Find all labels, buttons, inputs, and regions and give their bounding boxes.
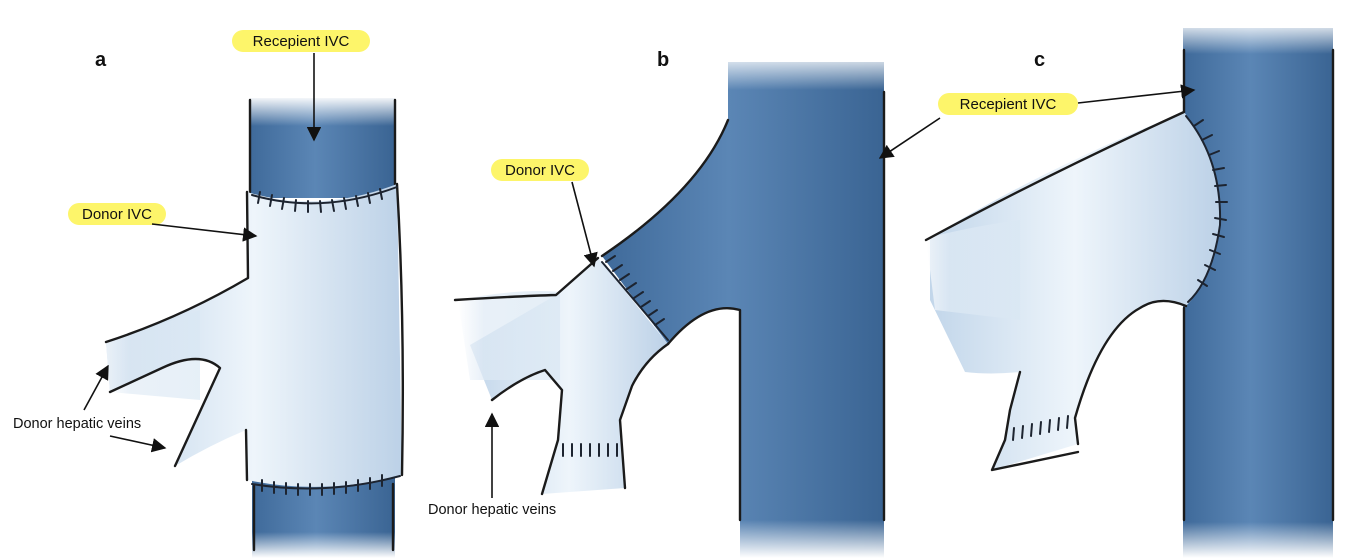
b-suture-marks bbox=[605, 255, 665, 326]
c-recipient-ivc-highlight bbox=[938, 93, 1078, 115]
b-donor-ivc-arrow bbox=[571, 181, 598, 268]
a-hepatic-vein-fade bbox=[106, 310, 200, 400]
a-recipient-ivc-label: Recepient IVC bbox=[253, 33, 350, 50]
c-recipient-ivc-arrow bbox=[1077, 84, 1196, 104]
b-donor-hepatic-veins-label: Donor hepatic veins bbox=[428, 502, 556, 518]
a-top-suture-marks bbox=[257, 188, 383, 213]
c-recipient-ivc bbox=[1183, 28, 1333, 558]
b-recipient-ivc bbox=[602, 62, 884, 558]
a-donor-hepatic-veins-label: Donor hepatic veins bbox=[13, 416, 141, 432]
c-recipient-ivc-label: Recepient IVC bbox=[960, 96, 1057, 113]
b-recipient-ivc-arrow bbox=[878, 117, 941, 159]
a-bottom-suture-marks bbox=[261, 474, 383, 496]
c-suture-marks bbox=[1193, 119, 1228, 287]
a-donor-ivc-label: Donor IVC bbox=[82, 206, 152, 223]
panel-letter-b: b bbox=[657, 49, 669, 71]
a-hepatic-vein-arrow-lower bbox=[109, 435, 167, 453]
panel-b: b Donor IVC Donor hepatic veins bbox=[428, 49, 941, 558]
panel-a: a Recepient IVC Donor IVC Donor hepatic … bbox=[13, 30, 405, 558]
b-donor-ivc-highlight bbox=[491, 159, 589, 181]
a-donor-ivc-highlight bbox=[68, 203, 166, 225]
a-hepatic-vein-arrow-upper bbox=[83, 364, 109, 411]
b-distal-suture-marks bbox=[562, 443, 618, 457]
a-recipient-ivc-highlight bbox=[232, 30, 370, 52]
panel-letter-c: c bbox=[1034, 49, 1045, 71]
panel-letter-a: a bbox=[95, 49, 107, 71]
a-donor-ivc bbox=[106, 184, 402, 487]
b-donor-ivc-label: Donor IVC bbox=[505, 162, 575, 179]
c-donor-ivc bbox=[930, 112, 1221, 470]
panel-c: c Recepient IVC bbox=[924, 20, 1338, 558]
a-donor-ivc-arrow bbox=[151, 223, 258, 242]
c-distal-suture-marks bbox=[1012, 415, 1069, 441]
